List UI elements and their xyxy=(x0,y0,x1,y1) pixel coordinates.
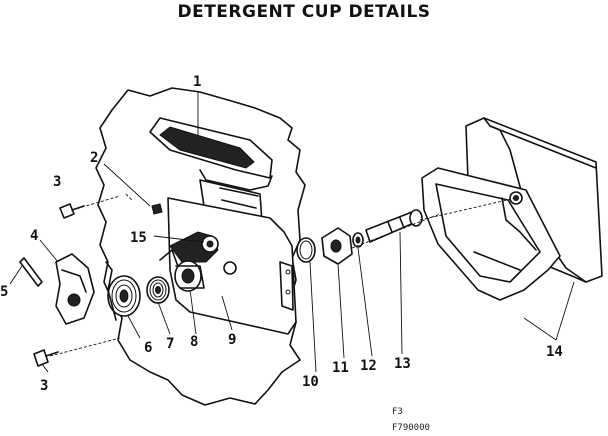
part-11-knob xyxy=(321,227,353,265)
part-3-screw-lower xyxy=(33,349,59,367)
callout-1: 1 xyxy=(193,74,201,90)
part-14-cup-lid xyxy=(421,117,603,301)
part-8-cam xyxy=(174,260,205,292)
part-1-cup-housing xyxy=(149,117,273,223)
leader-lines xyxy=(9,92,575,373)
callout-3-lower: 3 xyxy=(40,378,48,394)
part-12-washer xyxy=(352,232,364,248)
footer-code-1: F3 xyxy=(392,407,403,417)
part-5-pin xyxy=(19,257,43,287)
part-6-coil-spring xyxy=(105,261,141,321)
part-2-screw xyxy=(151,203,163,215)
callout-15: 15 xyxy=(130,230,147,246)
callout-11: 11 xyxy=(332,360,349,376)
callout-12: 12 xyxy=(360,358,377,374)
callout-6: 6 xyxy=(144,340,152,356)
callout-4: 4 xyxy=(30,228,38,244)
diagram-title: DETERGENT CUP DETAILS xyxy=(177,2,431,22)
part-13-shaft xyxy=(365,209,423,243)
part-3-screw-upper xyxy=(59,203,85,219)
part-9-mounting-plate xyxy=(167,197,297,335)
footer-code-2: F790000 xyxy=(392,423,430,433)
callout-10: 10 xyxy=(302,374,319,390)
door-panel xyxy=(95,87,306,406)
callout-5: 5 xyxy=(0,284,8,300)
callout-7: 7 xyxy=(166,336,174,352)
part-10-gasket xyxy=(296,237,316,263)
callout-2: 2 xyxy=(90,150,98,166)
callout-13: 13 xyxy=(394,356,411,372)
part-7-spring xyxy=(146,276,170,304)
callout-9: 9 xyxy=(228,332,236,348)
callout-8: 8 xyxy=(190,334,198,350)
callout-14: 14 xyxy=(546,344,563,360)
callout-3-upper: 3 xyxy=(53,174,61,190)
part-4-actuator xyxy=(55,253,95,325)
